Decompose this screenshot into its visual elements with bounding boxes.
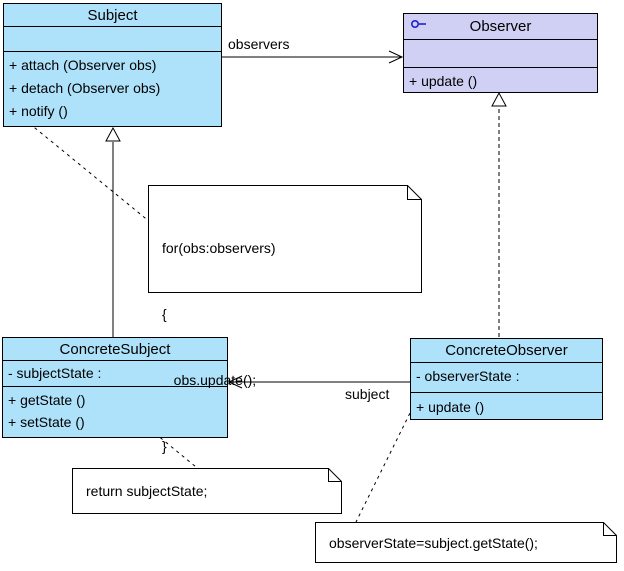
- class-concrete-subject-title: ConcreteSubject: [3, 338, 227, 361]
- edge-label-subject: subject: [345, 386, 390, 402]
- note-get-state-outline: [72, 468, 342, 514]
- note-line: }: [162, 438, 167, 454]
- method-attach: + attach (Observer obs): [9, 57, 157, 73]
- class-subject-title: Subject: [4, 4, 221, 27]
- class-subject-methods: + attach (Observer obs) + detach (Observ…: [4, 52, 221, 126]
- interface-lollipop-icon: [410, 19, 426, 29]
- method-concrete-update: + update (): [416, 399, 485, 415]
- generalization-triangle: [105, 126, 121, 142]
- class-observer-attributes: [404, 40, 597, 68]
- note-observer-update: observerState=subject.getState();: [315, 522, 617, 563]
- attr-subject-state: - subjectState :: [8, 365, 102, 381]
- method-detach: + detach (Observer obs): [9, 80, 161, 96]
- note-observer-update-text: observerState=subject.getState();: [329, 535, 538, 551]
- note-get-state: return subjectState;: [72, 468, 342, 514]
- note-anchor-observer-update: [355, 406, 414, 523]
- association-subject-arrowhead: [227, 375, 243, 389]
- class-concrete-subject-methods: + getState () + setState (): [3, 387, 227, 437]
- class-concrete-observer-title: ConcreteObserver: [411, 339, 602, 363]
- method-get-state: + getState (): [8, 392, 86, 408]
- method-notify: + notify (): [9, 103, 68, 119]
- association-observers-arrowhead: [388, 50, 404, 64]
- class-observer-title: Observer: [469, 18, 532, 35]
- note-line: {: [162, 306, 167, 322]
- note-observer-update-outline: [315, 522, 617, 563]
- class-observer-methods: + update (): [404, 68, 597, 92]
- class-concrete-subject: ConcreteSubject - subjectState : + getSt…: [2, 337, 228, 438]
- note-update-loop-text: for(obs:observers) { obs.update(); }: [162, 193, 412, 501]
- class-observer-header: Observer: [404, 14, 597, 40]
- class-subject-attributes: [4, 27, 221, 52]
- note-get-state-text: return subjectState;: [86, 483, 208, 499]
- method-set-state: + setState (): [8, 414, 85, 430]
- method-update: + update (): [409, 73, 478, 89]
- class-concrete-subject-attributes: - subjectState :: [3, 361, 227, 387]
- class-observer: Observer + update (): [403, 13, 598, 93]
- class-subject: Subject + attach (Observer obs) + detach…: [3, 3, 222, 127]
- note-line: obs.update();: [162, 372, 257, 388]
- realization-triangle: [491, 91, 507, 107]
- note-update-loop-outline: [148, 185, 422, 293]
- class-concrete-observer: ConcreteObserver - observerState : + upd…: [410, 338, 603, 420]
- note-line: for(obs:observers): [162, 240, 276, 256]
- edge-label-observers: observers: [228, 36, 290, 52]
- class-concrete-observer-attributes: - observerState :: [411, 363, 602, 393]
- note-anchor-update-loop: [12, 109, 151, 223]
- class-concrete-observer-methods: + update (): [411, 393, 602, 419]
- note-update-loop: for(obs:observers) { obs.update(); }: [148, 185, 422, 454]
- attr-observer-state: - observerState :: [416, 368, 520, 384]
